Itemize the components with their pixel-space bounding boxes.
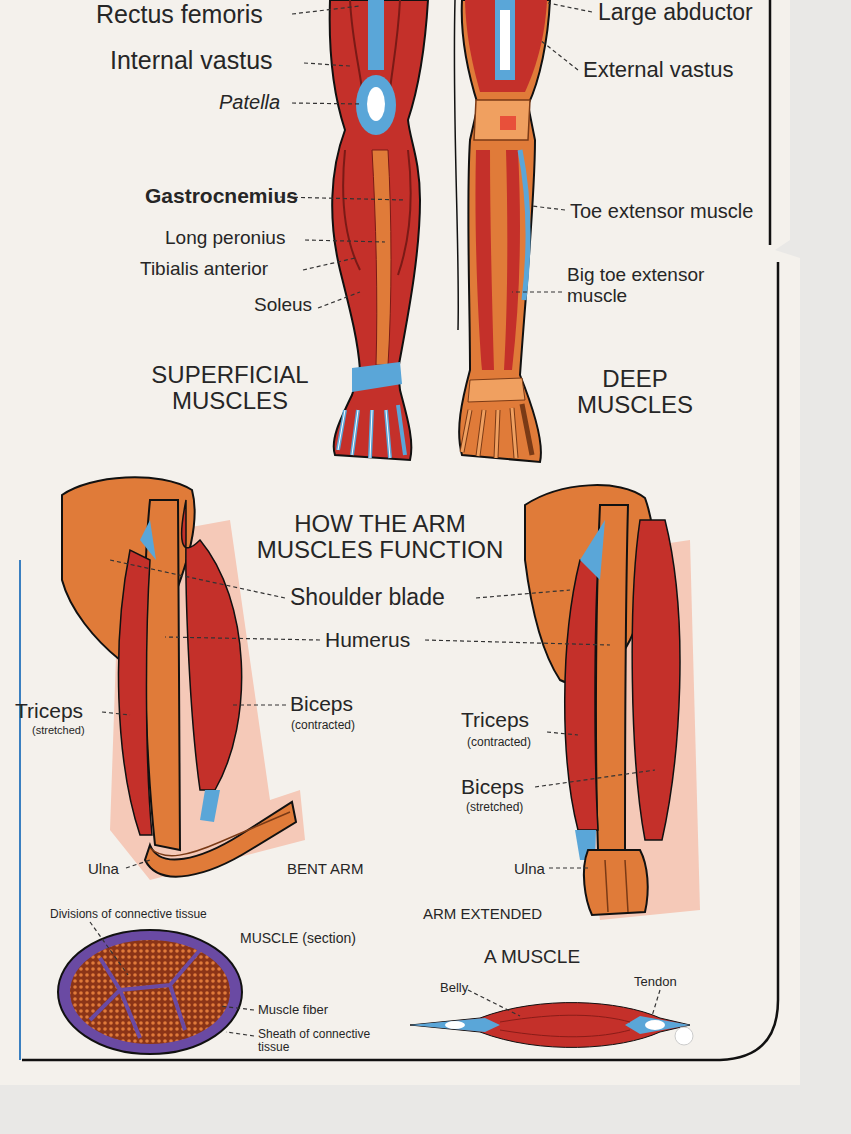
section-heading: SUPERFICIAL MUSCLES: [140, 362, 320, 415]
part-label: Big toe extensor muscle: [567, 265, 757, 307]
part-label: Divisions of connective tissue: [50, 908, 207, 921]
part-label: Large abductor: [598, 0, 753, 25]
part-label: Rectus femoris: [96, 1, 263, 29]
part-label: Belly: [440, 981, 468, 995]
muscle-section: [58, 930, 242, 1054]
section-heading: DEEP MUSCLES: [565, 366, 705, 419]
part-label: Toe extensor muscle: [570, 200, 753, 222]
section-heading: ARM EXTENDED: [423, 906, 542, 923]
part-label: Soleus: [254, 295, 312, 316]
extended-arm: [525, 485, 700, 920]
section-heading: BENT ARM: [287, 861, 363, 878]
part-label: Shoulder blade: [290, 585, 445, 610]
part-label: Triceps: [15, 699, 83, 722]
part-label: Long peronius: [165, 228, 285, 249]
part-label: Ulna: [88, 861, 119, 878]
part-label: Gastrocnemius: [145, 184, 298, 207]
frame-line: [19, 560, 21, 1060]
part-label: Triceps: [461, 708, 529, 731]
section-heading: A MUSCLE: [484, 947, 580, 968]
part-label: Humerus: [325, 628, 410, 651]
part-label: Sheath of connective tissue: [258, 1028, 388, 1054]
part-note: (stretched): [466, 801, 523, 814]
part-note: (stretched): [32, 724, 85, 736]
part-label: External vastus: [583, 58, 733, 82]
leader-lines: [90, 3, 660, 1036]
section-heading: MUSCLE (section): [240, 931, 356, 946]
part-label: Biceps: [290, 692, 353, 715]
part-label: Tibialis anterior: [140, 259, 268, 280]
part-label: Muscle fiber: [258, 1003, 328, 1017]
part-label: Patella: [219, 91, 280, 113]
part-label: Internal vastus: [110, 47, 273, 75]
part-label: Biceps: [461, 775, 524, 798]
section-heading: HOW THE ARM MUSCLES FUNCTION: [240, 511, 520, 564]
deep-leg: [454, 0, 550, 462]
superficial-leg: [330, 0, 428, 460]
frame-line: [769, 0, 772, 245]
poster-paper: [0, 0, 800, 1085]
part-note: (contracted): [291, 719, 355, 732]
part-label: Ulna: [514, 861, 545, 878]
muscle-spindle: [410, 1003, 693, 1048]
part-label: Tendon: [634, 975, 677, 989]
part-note: (contracted): [467, 736, 531, 749]
frame-line: [22, 262, 778, 1060]
